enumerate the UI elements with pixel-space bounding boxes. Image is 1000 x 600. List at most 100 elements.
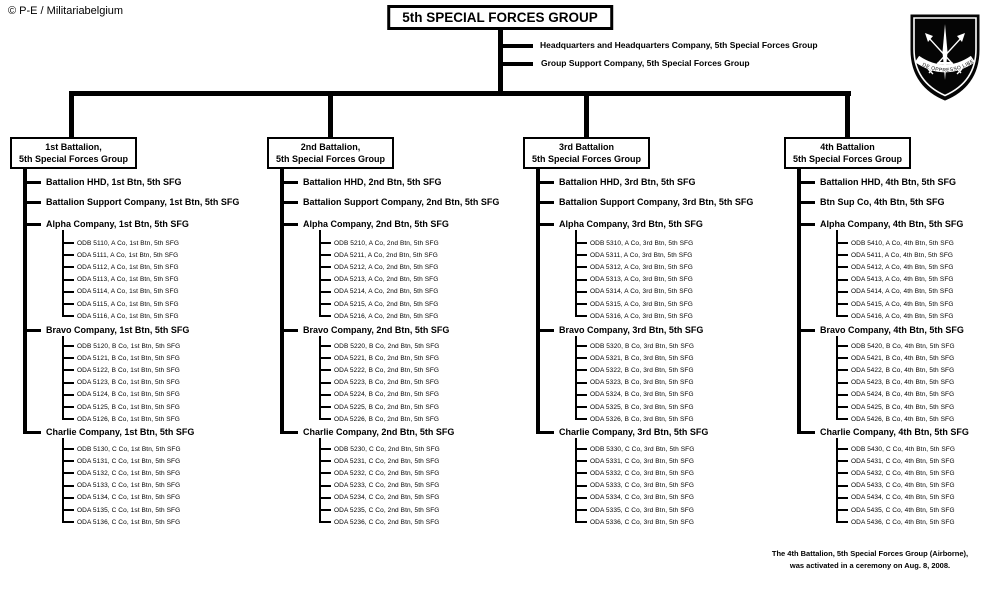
team-label: ODA 5223, B Co, 2nd Btn, 5th SFG <box>334 379 440 387</box>
team-label: ODA 5423, B Co, 4th Btn, 5th SFG <box>851 379 955 387</box>
team-label: ODB 5430, C Co, 4th Btn, 5th SFG <box>851 445 955 453</box>
team-label: ODA 5424, B Co, 4th Btn, 5th SFG <box>851 391 955 399</box>
connector-team-tick <box>575 393 587 396</box>
connector-team-spine <box>319 438 321 524</box>
battalion-box-line-1: 3rd Battalion <box>558 142 614 152</box>
team-label: ODA 5312, A Co, 3rd Btn, 5th SFG <box>590 263 693 271</box>
connector-team-tick <box>575 315 587 318</box>
connector-team-tick <box>319 278 331 281</box>
unit-label: Battalion HHD, 3rd Btn, 5th SFG <box>559 177 696 187</box>
connector-team-tick <box>836 254 848 257</box>
unit-label: Alpha Company, 2nd Btn, 5th SFG <box>303 219 449 229</box>
copyright-text: © P-E / Militariabelgium <box>8 5 124 17</box>
connector-tick <box>280 200 298 204</box>
connector-spine <box>280 167 284 434</box>
connector-team-tick <box>62 521 74 524</box>
connector-hq-tick-1 <box>500 43 533 48</box>
connector-tick <box>23 180 41 184</box>
team-label: ODB 5110, A Co, 1st Btn, 5th SFG <box>77 239 180 247</box>
connector-team-tick <box>62 303 74 305</box>
connector-team-tick <box>575 242 587 244</box>
team-label: ODA 5211, A Co, 2nd Btn, 5th SFG <box>334 251 438 259</box>
team-label: ODA 5431, C Co, 4th Btn, 5th SFG <box>851 457 955 465</box>
connector-team-tick <box>319 315 331 318</box>
connector-team-tick <box>62 406 74 408</box>
unit-label: Battalion Support Company, 3rd Btn, 5th … <box>559 197 754 207</box>
team-label: ODA 5434, C Co, 4th Btn, 5th SFG <box>851 494 955 502</box>
team-label: ODA 5311, A Co, 3rd Btn, 5th SFG <box>590 251 693 259</box>
connector-team-tick <box>836 496 848 499</box>
team-label: ODA 5234, C Co, 2nd Btn, 5th SFG <box>334 494 440 502</box>
connector-team-tick <box>62 242 74 244</box>
connector-team-tick <box>575 460 587 463</box>
connector-tick <box>23 328 41 332</box>
connector-tick <box>23 430 41 434</box>
team-label: ODA 5435, C Co, 4th Btn, 5th SFG <box>851 506 955 514</box>
connector-team-tick <box>836 472 848 475</box>
unit-label: Alpha Company, 3rd Btn, 5th SFG <box>559 219 703 229</box>
connector-drop-3 <box>584 91 589 139</box>
connector-team-spine <box>575 438 577 524</box>
team-label: ODA 5132, C Co, 1st Btn, 5th SFG <box>77 469 181 477</box>
team-label: ODA 5313, A Co, 3rd Btn, 5th SFG <box>590 276 693 284</box>
team-label: ODA 5413, A Co, 4th Btn, 5th SFG <box>851 276 954 284</box>
connector-team-tick <box>319 303 331 305</box>
connector-tick <box>536 222 554 226</box>
unit-label: Battalion HHD, 1st Btn, 5th SFG <box>46 177 182 187</box>
team-label: ODA 5226, B Co, 2nd Btn, 5th SFG <box>334 415 440 423</box>
team-label: ODA 5335, C Co, 3rd Btn, 5th SFG <box>590 506 694 514</box>
connector-tick <box>797 430 815 434</box>
team-label: ODB 5310, A Co, 3rd Btn, 5th SFG <box>590 239 694 247</box>
team-label: ODA 5125, B Co, 1st Btn, 5th SFG <box>77 403 180 411</box>
connector-team-tick <box>575 278 587 281</box>
activation-note-line-2: was activated in a ceremony on Aug. 8, 2… <box>789 561 951 570</box>
unit-label: Bravo Company, 4th Btn, 5th SFG <box>820 325 964 335</box>
team-label: ODA 5425, B Co, 4th Btn, 5th SFG <box>851 403 955 411</box>
unit-label: Alpha Company, 4th Btn, 5th SFG <box>820 219 964 229</box>
connector-drop-4 <box>845 91 850 139</box>
hq-company-label: Headquarters and Headquarters Company, 5… <box>540 40 818 50</box>
team-label: ODB 5420, B Co, 4th Btn, 5th SFG <box>851 342 955 350</box>
team-label: ODA 5221, B Co, 2nd Btn, 5th SFG <box>334 354 440 362</box>
connector-team-tick <box>575 290 587 293</box>
connector-team-tick <box>575 418 587 421</box>
team-label: ODA 5115, A Co, 1st Btn, 5th SFG <box>77 300 179 308</box>
connector-team-tick <box>319 496 331 499</box>
battalion-box-line-1: 4th Battalion <box>820 142 875 152</box>
team-label: ODB 5120, B Co, 1st Btn, 5th SFG <box>77 342 181 350</box>
connector-team-tick <box>319 357 331 360</box>
connector-team-tick <box>836 418 848 421</box>
team-label: ODA 5215, A Co, 2nd Btn, 5th SFG <box>334 300 439 308</box>
connector-team-tick <box>62 369 74 372</box>
team-label: ODA 5432, C Co, 4th Btn, 5th SFG <box>851 469 955 477</box>
connector-team-spine <box>62 336 64 421</box>
battalion-box-line-2: 5th Special Forces Group <box>275 154 386 164</box>
connector-team-tick <box>575 369 587 372</box>
connector-team-tick <box>62 254 74 257</box>
unit-label: Charlie Company, 1st Btn, 5th SFG <box>46 427 195 437</box>
team-label: ODA 5135, C Co, 1st Btn, 5th SFG <box>77 506 181 514</box>
connector-team-tick <box>319 345 331 347</box>
activation-note: The 4th Battalion, 5th Special Forces Gr… <box>742 548 998 572</box>
connector-team-tick <box>319 406 331 408</box>
connector-team-tick <box>62 418 74 421</box>
beret-flash-insignia: DE OPPRESSO LIBER <box>903 12 980 101</box>
connector-team-tick <box>836 381 848 384</box>
battalion-box-line-2: 5th Special Forces Group <box>18 154 129 164</box>
connector-team-tick <box>836 315 848 318</box>
connector-team-tick <box>575 406 587 408</box>
connector-tick <box>23 222 41 226</box>
team-label: ODA 5324, B Co, 3rd Btn, 5th SFG <box>590 391 694 399</box>
unit-label: Alpha Company, 1st Btn, 5th SFG <box>46 219 189 229</box>
unit-label: Bravo Company, 2nd Btn, 5th SFG <box>303 325 450 335</box>
team-label: ODA 5232, C Co, 2nd Btn, 5th SFG <box>334 469 440 477</box>
connector-team-spine <box>836 438 838 524</box>
connector-team-tick <box>836 521 848 524</box>
flash-inner-border <box>913 17 977 97</box>
connector-tick <box>280 328 298 332</box>
team-label: ODA 5326, B Co, 3rd Btn, 5th SFG <box>590 415 694 423</box>
connector-team-tick <box>62 315 74 318</box>
team-label: ODA 5322, B Co, 3rd Btn, 5th SFG <box>590 366 694 374</box>
